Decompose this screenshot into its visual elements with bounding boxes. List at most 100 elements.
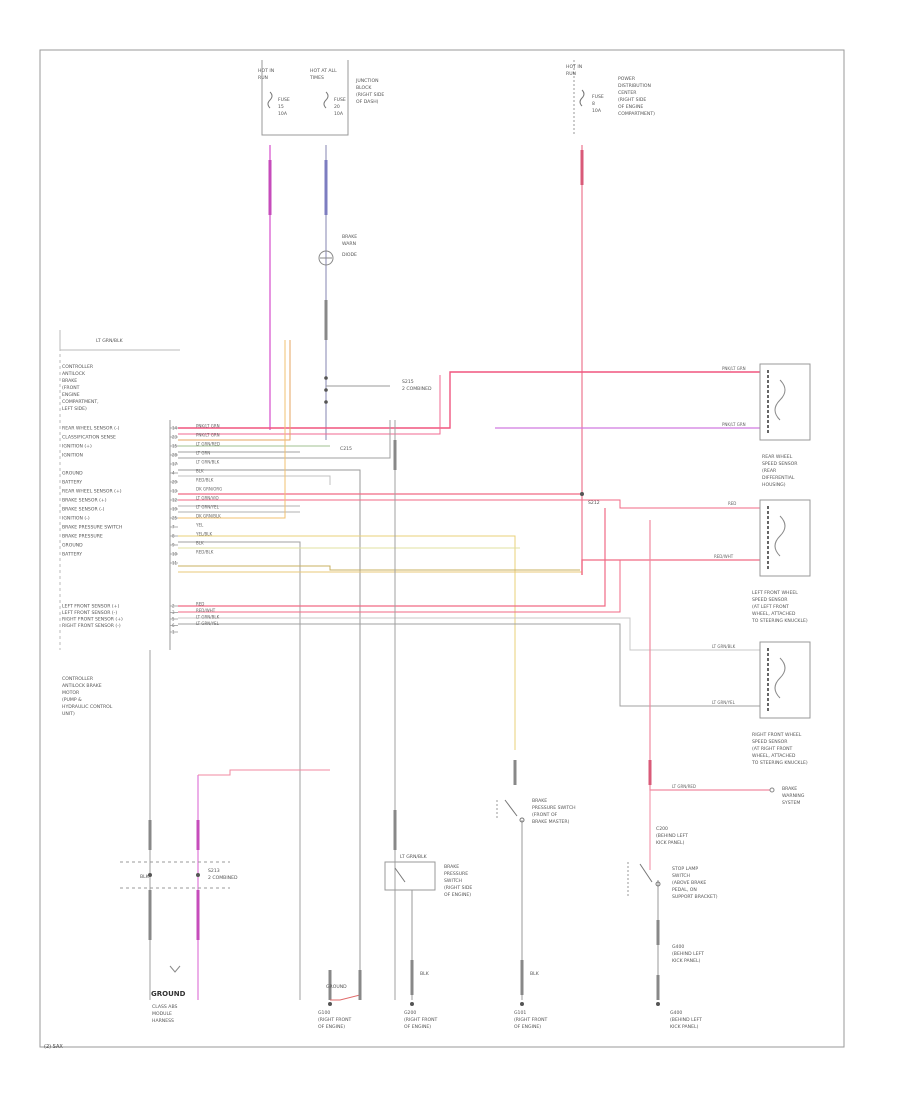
- module-top-wire: LT GRN/BLK: [96, 338, 124, 344]
- fuse-15-line-4: FUSE: [278, 97, 290, 103]
- fuse-15-line-2: RUN: [258, 75, 268, 81]
- module-pin-wire: LT GRN/RED: [196, 442, 220, 447]
- fuse-box-left: HOT IN RUN FUSE 15 10A HOT AT ALL TIMES …: [258, 60, 384, 136]
- module-bottom-6: UNIT): [62, 711, 75, 717]
- module-pin-wire: YEL/BLK: [195, 532, 213, 537]
- g400-label-1: G400: [670, 1010, 682, 1016]
- rf-sensor-wire-top: LT GRN/BLK: [712, 644, 736, 649]
- module-pin-wire: LT GRN/BLK: [196, 460, 220, 465]
- lf-sensor-label-1: LEFT FRONT WHEEL: [752, 590, 798, 596]
- footer-code: (2) SAX: [44, 1044, 63, 1050]
- fuse-8-line-6: 10A: [592, 108, 602, 114]
- g200-label-3: OF ENGINE): [404, 1024, 431, 1030]
- right-switch-label-3: (FRONT OF: [532, 812, 558, 818]
- fuse-note-left-2: BLOCK: [356, 85, 372, 91]
- fuse-box-right: HOT IN RUN FUSE 8 10A POWER DISTRIBUTION…: [566, 60, 655, 135]
- g400-label-3: KICK PANEL): [670, 1024, 699, 1030]
- stop-lamp-ref-1: C200: [656, 826, 668, 832]
- right-front-wheel-speed-sensor: LT GRN/BLK LT GRN/YEL RIGHT FRONT WHEEL …: [712, 641, 811, 766]
- stop-lamp-g-1: G400: [672, 944, 684, 950]
- module-pin-name: BRAKE SENSOR (-): [62, 507, 105, 513]
- left-ground-sub-1: CLASS ABS: [152, 1004, 178, 1010]
- g200-wire: BLK: [420, 971, 430, 977]
- stop-lamp-ref-2: (BEHIND LEFT: [656, 833, 688, 839]
- module-pin-wire: LT GRN/YEL: [196, 505, 220, 510]
- lf-sensor-label-4: WHEEL, ATTACHED: [752, 611, 796, 617]
- module-pin-wire: YEL: [195, 523, 204, 528]
- lf-sensor-wire-bottom: RED/WHT: [714, 554, 734, 559]
- stop-lamp-label-2: SWITCH: [672, 873, 690, 879]
- module-pin-name: BRAKE SENSOR (+): [62, 498, 107, 504]
- module-title-4: (FRONT: [62, 385, 80, 391]
- middle-switch-label-2: PRESSURE: [444, 871, 468, 877]
- wires: [59, 145, 770, 1001]
- lf-sensor-wire-top: RED: [728, 501, 736, 506]
- fuse-note-right-1: POWER: [618, 76, 636, 82]
- module-pin-wire: LT GRN/YEL: [196, 621, 220, 626]
- module-title-6: COMPARTMENT,: [62, 399, 99, 405]
- module-pin-name: IGNITION (-): [62, 516, 90, 522]
- rf-sensor-label-2: SPEED SENSOR: [752, 739, 788, 745]
- fuse-8-line-4: FUSE: [592, 94, 604, 100]
- module-pin-wire: DK GRN/ORG: [196, 487, 222, 492]
- module-pin-name: BATTERY: [62, 480, 82, 486]
- middle-switch-label-5: OF ENGINE): [444, 892, 471, 898]
- module-pin-name: GROUND: [62, 543, 83, 549]
- rf-sensor-label-5: TO STEERING KNUCKLE): [751, 760, 808, 766]
- rf-sensor-label-3: (AT RIGHT FRONT: [752, 746, 793, 752]
- diagram-frame: [39, 49, 845, 1048]
- module-pin-name: GROUND: [62, 471, 83, 477]
- stop-lamp-g-3: KICK PANEL): [672, 958, 701, 964]
- module-pin-wire: PNK/LT GRN: [196, 433, 220, 438]
- module-pin-wire: LT GRN/VIO: [196, 496, 219, 501]
- fuse-note-left-3: (RIGHT SIDE: [356, 92, 384, 98]
- fuse-15-line-6: 10A: [278, 111, 288, 117]
- stop-lamp-ref-3: KICK PANEL): [656, 840, 685, 846]
- mid-note-1: GROUND: [326, 984, 347, 990]
- module-pin-name: IGNITION: [62, 453, 83, 459]
- fuse-note-right-3: CENTER: [618, 90, 637, 96]
- fuse-note-right-2: DISTRIBUTION: [618, 83, 651, 89]
- stop-lamp-g-2: (BEHIND LEFT: [672, 951, 704, 957]
- module-bottom-5: HYDRAULIC CONTROL: [62, 704, 113, 710]
- middle-switch-label-1: BRAKE: [444, 864, 459, 870]
- right-switch-label-2: PRESSURE SWITCH: [532, 805, 576, 811]
- fuse-note-left-1: JUNCTION: [355, 78, 379, 84]
- fuse-note-left-4: OF DASH): [356, 99, 379, 105]
- splice-s215-label: S215: [402, 379, 414, 385]
- diode-label-4: DIODE: [342, 252, 357, 258]
- module-pin-name: BATTERY: [62, 552, 82, 558]
- module-pin-name: RIGHT FRONT SENSOR (-): [62, 623, 121, 629]
- rf-sensor-label-4: WHEEL, ATTACHED: [752, 753, 796, 759]
- rear-sensor-label-5: HOUSING): [762, 482, 786, 488]
- module-pin-name: IGNITION (+): [62, 444, 92, 450]
- module-bottom-1: CONTROLLER: [62, 676, 94, 682]
- g100-label-1: G100: [318, 1010, 330, 1016]
- fuse-15-line-1: HOT IN: [258, 68, 274, 74]
- g101-label-1: G101: [514, 1010, 526, 1016]
- middle-bottom-note: GROUND: [326, 984, 347, 990]
- module-pin-wire: LT GRN: [196, 451, 210, 456]
- fuse-8-line-5: 8: [592, 101, 595, 107]
- rf-sensor-label-1: RIGHT FRONT WHEEL: [752, 732, 802, 738]
- g400-label-2: (BEHIND LEFT: [670, 1017, 702, 1023]
- stop-lamp-switch: C200 (BEHIND LEFT KICK PANEL) STOP LAMP …: [627, 826, 718, 964]
- rear-sensor-label-4: DIFFERENTIAL: [762, 475, 795, 481]
- ground-g100: G100 (RIGHT FRONT OF ENGINE): [318, 1002, 352, 1030]
- ground-harness-left: BLK S213 2 COMBINED GROUND CLASS ABS MOD…: [120, 861, 238, 1024]
- brake-warning-label-3: SYSTEM: [782, 800, 800, 806]
- module-pin-name: BRAKE PRESSURE: [62, 534, 103, 540]
- fuse-8-line-1: HOT IN: [566, 64, 582, 70]
- left-harness-splice-2: 2 COMBINED: [208, 875, 238, 881]
- module-pin-name: REAR WHEEL SENSOR (-): [62, 426, 120, 432]
- rear-sensor-wire-top: PNK/LT GRN: [722, 366, 746, 371]
- brake-warn-diode: BRAKE WARN DIODE: [318, 234, 357, 266]
- g200-label-2: (RIGHT FRONT: [404, 1017, 438, 1023]
- left-ground-title: GROUND: [151, 990, 186, 998]
- g101-label-2: (RIGHT FRONT: [514, 1017, 548, 1023]
- module-bottom-2: ANTILOCK BRAKE: [62, 683, 102, 689]
- fuse-20-line-2: TIMES: [309, 75, 324, 81]
- module-bottom-3: MOTOR: [62, 690, 80, 696]
- module-title-2: ANTILOCK: [62, 371, 86, 377]
- rear-sensor-wire-bottom: PNK/LT GRN: [722, 422, 746, 427]
